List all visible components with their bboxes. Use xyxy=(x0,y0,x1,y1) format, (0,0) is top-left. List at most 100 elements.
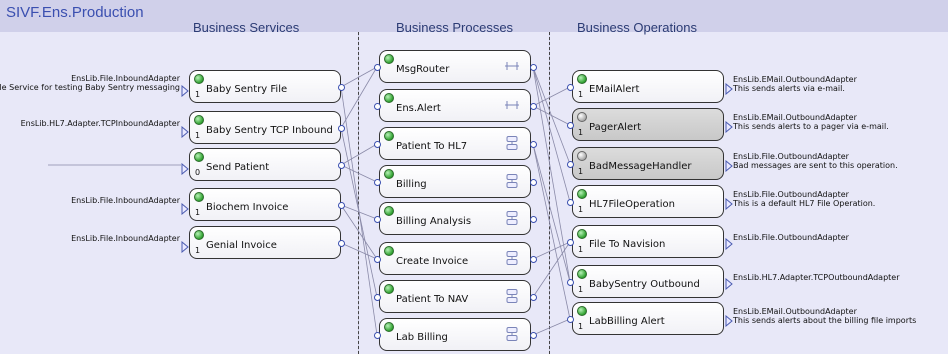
connection-port[interactable] xyxy=(530,64,537,71)
connection-port[interactable] xyxy=(374,294,381,301)
connection-port[interactable] xyxy=(338,202,345,209)
adapter-class: EnsLib.HL7.Adapter.TCPOutboundAdapter xyxy=(733,273,900,282)
config-item-label: Send Patient xyxy=(206,162,270,173)
message-count: 1 xyxy=(195,208,201,217)
config-item[interactable]: 1 Genial Invoice xyxy=(189,226,341,259)
operations-header: Business Operations xyxy=(577,20,697,35)
config-item[interactable]: Patient To HL7 xyxy=(379,127,531,160)
config-item[interactable]: Create Invoice xyxy=(379,242,531,275)
connection-port[interactable] xyxy=(338,125,345,132)
config-item[interactable]: Lab Billing xyxy=(379,318,531,351)
bpl-icon xyxy=(504,174,520,188)
adapter-info: EnsLib.File.OutboundAdapter xyxy=(733,233,849,242)
message-count: 1 xyxy=(578,205,584,214)
config-item[interactable]: 1 Biochem Invoice xyxy=(189,188,341,221)
connection-port[interactable] xyxy=(567,199,574,206)
config-item-label: MsgRouter xyxy=(396,64,450,75)
connection-port[interactable] xyxy=(530,294,537,301)
config-item[interactable]: 1 Baby Sentry File xyxy=(189,70,341,103)
message-count: 1 xyxy=(195,90,201,99)
adapter-arrow-icon xyxy=(181,200,189,219)
connection-port[interactable] xyxy=(567,84,574,91)
config-item-label: Create Invoice xyxy=(396,256,469,267)
router-icon xyxy=(504,98,520,112)
status-indicator-icon xyxy=(577,229,587,239)
status-indicator-icon xyxy=(577,151,587,161)
config-item-label: Billing Analysis xyxy=(396,216,472,227)
adapter-class: EnsLib.File.InboundAdapter xyxy=(71,74,180,83)
connection-port[interactable] xyxy=(567,161,574,168)
adapter-class: EnsLib.File.InboundAdapter xyxy=(71,196,180,205)
adapter-class: EnsLib.EMail.OutboundAdapter xyxy=(733,307,857,316)
connection-port[interactable] xyxy=(374,64,381,71)
processes-header: Business Processes xyxy=(396,20,514,35)
connection-port[interactable] xyxy=(530,216,537,223)
services-header: Business Services xyxy=(193,20,300,35)
config-item-label: File To Navision xyxy=(589,239,666,250)
connection-port[interactable] xyxy=(530,179,537,186)
config-item-label: Biochem Invoice xyxy=(206,202,289,213)
adapter-arrow-icon xyxy=(181,123,189,142)
connection-port[interactable] xyxy=(374,141,381,148)
adapter-class: EnsLib.HL7.Adapter.TCPInboundAdapter xyxy=(20,119,180,128)
connection-port[interactable] xyxy=(567,279,574,286)
config-item[interactable]: Patient To NAV xyxy=(379,280,531,313)
connection-port[interactable] xyxy=(338,84,345,91)
connection-port[interactable] xyxy=(567,316,574,323)
status-indicator-icon xyxy=(577,74,587,84)
status-indicator-icon xyxy=(577,112,587,122)
connection-port[interactable] xyxy=(374,332,381,339)
production-title[interactable]: SIVF.Ens.Production xyxy=(6,4,144,21)
connection-port[interactable] xyxy=(530,103,537,110)
status-indicator-icon xyxy=(384,54,394,64)
adapter-class: EnsLib.EMail.OutboundAdapter xyxy=(733,113,857,122)
item-description: This sends alerts to a pager via e-mail. xyxy=(733,122,889,131)
connection-port[interactable] xyxy=(374,103,381,110)
status-indicator-icon xyxy=(577,269,587,279)
connection-port[interactable] xyxy=(530,256,537,263)
connection-port[interactable] xyxy=(530,141,537,148)
config-item-label: Baby Sentry File xyxy=(206,84,288,95)
status-indicator-icon xyxy=(194,192,204,202)
adapter-arrow-icon xyxy=(725,235,733,254)
config-item[interactable]: MsgRouter xyxy=(379,50,531,83)
message-count: 1 xyxy=(195,246,201,255)
connection-port[interactable] xyxy=(374,256,381,263)
lane-divider xyxy=(358,32,359,354)
bpl-icon xyxy=(504,289,520,303)
message-count: 1 xyxy=(578,322,584,331)
status-indicator-icon xyxy=(384,131,394,141)
config-item[interactable]: Billing xyxy=(379,165,531,198)
config-item-label: EMailAlert xyxy=(589,84,640,95)
status-indicator-icon xyxy=(384,206,394,216)
connection-port[interactable] xyxy=(530,332,537,339)
connection-port[interactable] xyxy=(374,179,381,186)
connection-port[interactable] xyxy=(567,239,574,246)
adapter-info: EnsLib.HL7.Adapter.TCPOutboundAdapter xyxy=(733,273,900,282)
config-item[interactable]: Ens.Alert xyxy=(379,89,531,122)
config-item-label: Genial Invoice xyxy=(206,240,277,251)
connection-port[interactable] xyxy=(374,216,381,223)
config-item[interactable]: Billing Analysis xyxy=(379,202,531,235)
connection-port[interactable] xyxy=(338,162,345,169)
status-indicator-icon xyxy=(194,74,204,84)
message-count: 1 xyxy=(195,131,201,140)
connection-port[interactable] xyxy=(338,240,345,247)
connection-port[interactable] xyxy=(567,122,574,129)
adapter-arrow-icon xyxy=(181,82,189,101)
config-item-label: PagerAlert xyxy=(589,122,642,133)
